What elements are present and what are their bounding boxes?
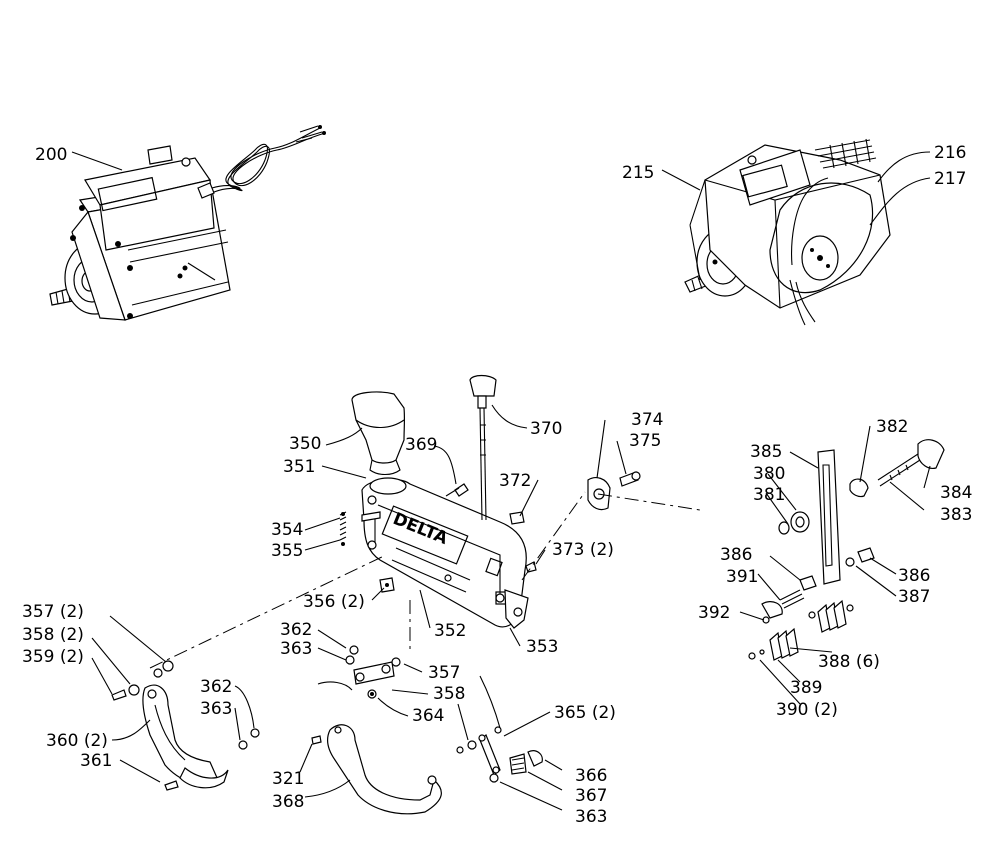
pin-354: [361, 511, 381, 522]
nuts-386-387: [799, 547, 875, 591]
label-381: 381: [753, 485, 785, 505]
label-358-b: 358: [433, 684, 465, 704]
axis-line-1: [149, 554, 387, 669]
label-388: 388 (6): [818, 652, 880, 672]
label-370: 370: [530, 419, 562, 439]
spring-391: [761, 589, 805, 619]
label-392: 392: [698, 603, 730, 623]
label-386-a: 386: [720, 545, 752, 565]
label-200: 200: [35, 145, 67, 165]
label-363-c: 363: [575, 807, 607, 827]
label-362-a: 362: [200, 677, 232, 697]
leader-200: [71, 151, 123, 171]
label-366: 366: [575, 766, 607, 786]
label-364: 364: [412, 706, 444, 726]
label-369: 369: [405, 435, 437, 455]
label-358-a: 358 (2): [22, 625, 84, 645]
label-375: 375: [629, 431, 661, 451]
label-386-b: 386: [898, 566, 930, 586]
clamp-382: [849, 478, 869, 498]
label-372: 372: [499, 471, 531, 491]
label-360: 360 (2): [46, 731, 108, 751]
spring-367: [509, 750, 543, 775]
pawls-388: [748, 599, 854, 661]
label-216: 216: [934, 143, 966, 163]
label-359: 359 (2): [22, 647, 84, 667]
label-357-b: 357: [428, 663, 460, 683]
leader-215: [661, 169, 701, 191]
label-384: 384: [940, 483, 972, 503]
label-380: 380: [753, 464, 785, 484]
block-374: [587, 477, 611, 511]
label-321: 321: [272, 769, 304, 789]
label-363-a: 363: [200, 699, 232, 719]
label-365: 365 (2): [554, 703, 616, 723]
blade-guard-352: DELTA: [351, 391, 529, 629]
washers-380-381: [778, 511, 810, 535]
leader-216: [877, 151, 931, 183]
connector-line: [317, 681, 353, 691]
knob-384: [877, 439, 945, 487]
label-383: 383: [940, 505, 972, 525]
spring-354: [339, 511, 347, 546]
arm-365: [456, 726, 502, 783]
washers-357-359: [111, 660, 260, 791]
label-356: 356 (2): [303, 592, 365, 612]
bracket-368: [311, 724, 442, 815]
label-357-a: 357 (2): [22, 602, 84, 622]
leader-217: [869, 177, 931, 226]
label-355: 355: [271, 541, 303, 561]
leader-lines: [91, 404, 931, 811]
label-387: 387: [898, 587, 930, 607]
label-353: 353: [526, 637, 558, 657]
label-351: 351: [283, 457, 315, 477]
label-354: 354: [271, 520, 303, 540]
axis-line-3: [597, 493, 701, 511]
label-368: 368: [272, 792, 304, 812]
label-367: 367: [575, 786, 607, 806]
nut-372: [509, 511, 525, 525]
bracket-360: [142, 684, 229, 789]
label-389: 389: [790, 678, 822, 698]
label-382: 382: [876, 417, 908, 437]
label-385: 385: [750, 442, 782, 462]
motor-200: [49, 125, 326, 321]
screw-373: [525, 561, 537, 573]
label-390: 390 (2): [776, 700, 838, 720]
label-373: 373 (2): [552, 540, 614, 560]
label-350: 350: [289, 434, 321, 454]
label-217: 217: [934, 169, 966, 189]
label-352: 352: [434, 621, 466, 641]
motor-215: [684, 138, 891, 326]
bar-385: [817, 449, 841, 585]
label-363-b: 363: [280, 639, 312, 659]
link-362-364: [345, 645, 401, 699]
axis-line-2: [521, 491, 586, 581]
label-391: 391: [726, 567, 758, 587]
label-374: 374: [631, 410, 663, 430]
knob-rod-370: [469, 374, 497, 521]
screw-369: [445, 483, 469, 497]
label-362-b: 362: [280, 620, 312, 640]
label-361: 361: [80, 751, 112, 771]
screw-375: [619, 471, 641, 487]
label-215: 215: [622, 163, 654, 183]
